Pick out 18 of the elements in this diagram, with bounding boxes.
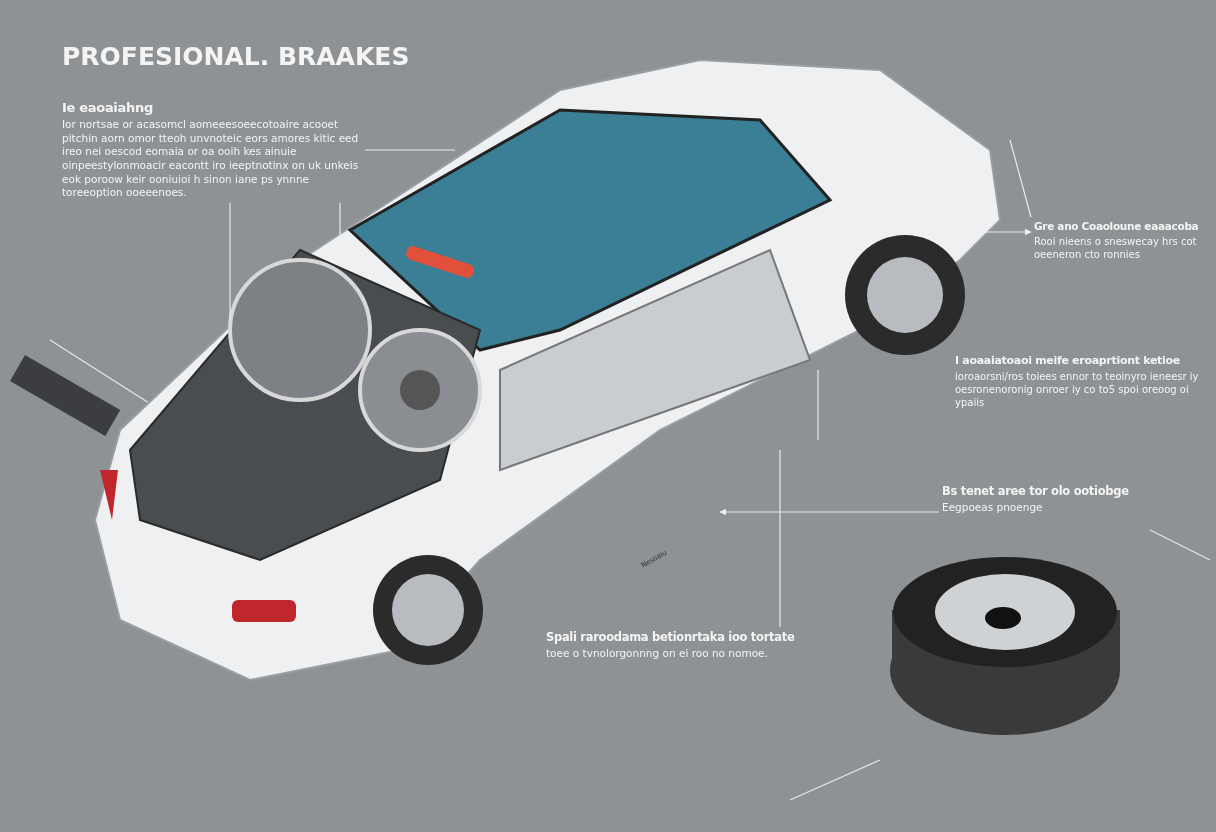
- callout-heading: Spali raroodama betionrtaka ioo tortate: [546, 630, 796, 644]
- callout-heading: I aoaaiatoaoi meife eroaprtiont ketioe: [955, 354, 1181, 367]
- leader-line: [779, 449, 781, 628]
- callout-heading: Gre ano Coaoloune eaaacoba: [1034, 220, 1200, 232]
- callout-text: Rooi nieens o sneswecay hrs cot oeeneron cto ronnies: [1034, 235, 1198, 261]
- arrow: [984, 228, 1032, 236]
- callout-text: ioroaorsni/ros toiees ennor to teoinyro ieneesr iy oesronenoronig onroer iy co to5 spoi oreoog oi ypaiis: [955, 370, 1200, 409]
- leader-line: [229, 202, 231, 321]
- leader-line: [1009, 139, 1032, 218]
- callout-text: Eegpoeas pnoenge: [942, 501, 1044, 515]
- arrow: [719, 508, 940, 516]
- callout-heading: Bs tenet aree tor olo ootiobge: [942, 484, 1130, 498]
- callout-text: toee o tvnolorgonnng on ei roo no nomoe.: [546, 647, 769, 661]
- callout-heading: Ie eaoaiahng: [62, 100, 154, 115]
- leader-line: [364, 149, 456, 151]
- title: PROFESIONAL. BRAAKES: [62, 42, 410, 71]
- leader-line: [339, 202, 341, 236]
- callout-text: Ior nortsae or acasomcl aomeeesoeecotoaire acooet pitchin aorn omor tteoh unvnoteic eors amores kitic eed ireo nei oescod eomaia or oa ooih kes ainuie oinpeestylonmoacir eacontt iro ieeptnotinx on uk unkeis eok poroow keir ooniuioi h sinon iane ps ynnne toreeoption ooeeenoes.: [62, 118, 360, 200]
